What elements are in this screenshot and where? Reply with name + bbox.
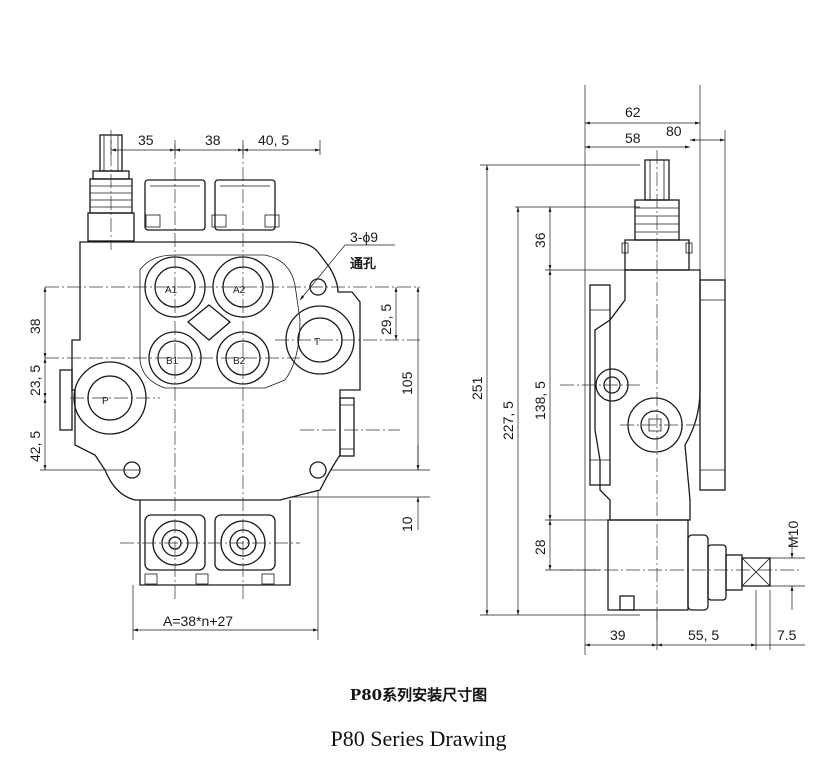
- dim-58: 58: [625, 130, 641, 146]
- dim-105: 105: [399, 371, 415, 395]
- dim-formula: A=38*n+27: [163, 613, 233, 629]
- dim-28: 28: [532, 539, 548, 555]
- side-view: 62 58 80 251 227, 5 36 138, 5 28 39 55, …: [469, 85, 805, 655]
- through-hole-note: 通孔: [350, 256, 376, 272]
- dim-227-5: 227, 5: [500, 401, 516, 440]
- dim-36: 36: [532, 232, 548, 248]
- dim-62: 62: [625, 104, 641, 120]
- side-body-outline: [594, 269, 701, 521]
- dim-39: 39: [610, 627, 626, 643]
- valve-body-outline: [71, 241, 361, 501]
- front-view: A1 A2 B1 B2 T P: [27, 130, 430, 640]
- dim-38-left: 38: [27, 318, 43, 334]
- hole-note: 3-ϕ9: [350, 229, 378, 245]
- dim-35: 35: [138, 132, 154, 148]
- dim-23-5: 23, 5: [27, 365, 43, 396]
- dim-29-5: 29, 5: [378, 304, 394, 335]
- top-spool-covers: [144, 179, 280, 231]
- svg-text:B1: B1: [166, 356, 179, 367]
- dim-m10: M10: [785, 521, 801, 548]
- svg-text:P: P: [102, 396, 109, 407]
- dim-7-5: 7.5: [777, 627, 797, 643]
- caption-english: P80 Series Drawing: [330, 726, 507, 751]
- dim-40-5: 40, 5: [258, 132, 289, 148]
- dim-10: 10: [399, 516, 415, 532]
- dim-138-5: 138, 5: [532, 381, 548, 420]
- svg-text:A2: A2: [233, 285, 246, 296]
- dim-55-5: 55, 5: [688, 627, 719, 643]
- svg-text:T: T: [314, 337, 320, 348]
- bottom-spools: [139, 500, 291, 586]
- dim-38-top: 38: [205, 132, 221, 148]
- mount-hole-right: [309, 461, 327, 479]
- svg-text:A1: A1: [165, 285, 178, 296]
- caption-chinese: P80系列安装尺寸图: [349, 686, 488, 704]
- dim-251: 251: [469, 376, 485, 400]
- dim-42-5: 42, 5: [27, 431, 43, 462]
- dim-80: 80: [666, 123, 682, 139]
- svg-text:B2: B2: [233, 356, 246, 367]
